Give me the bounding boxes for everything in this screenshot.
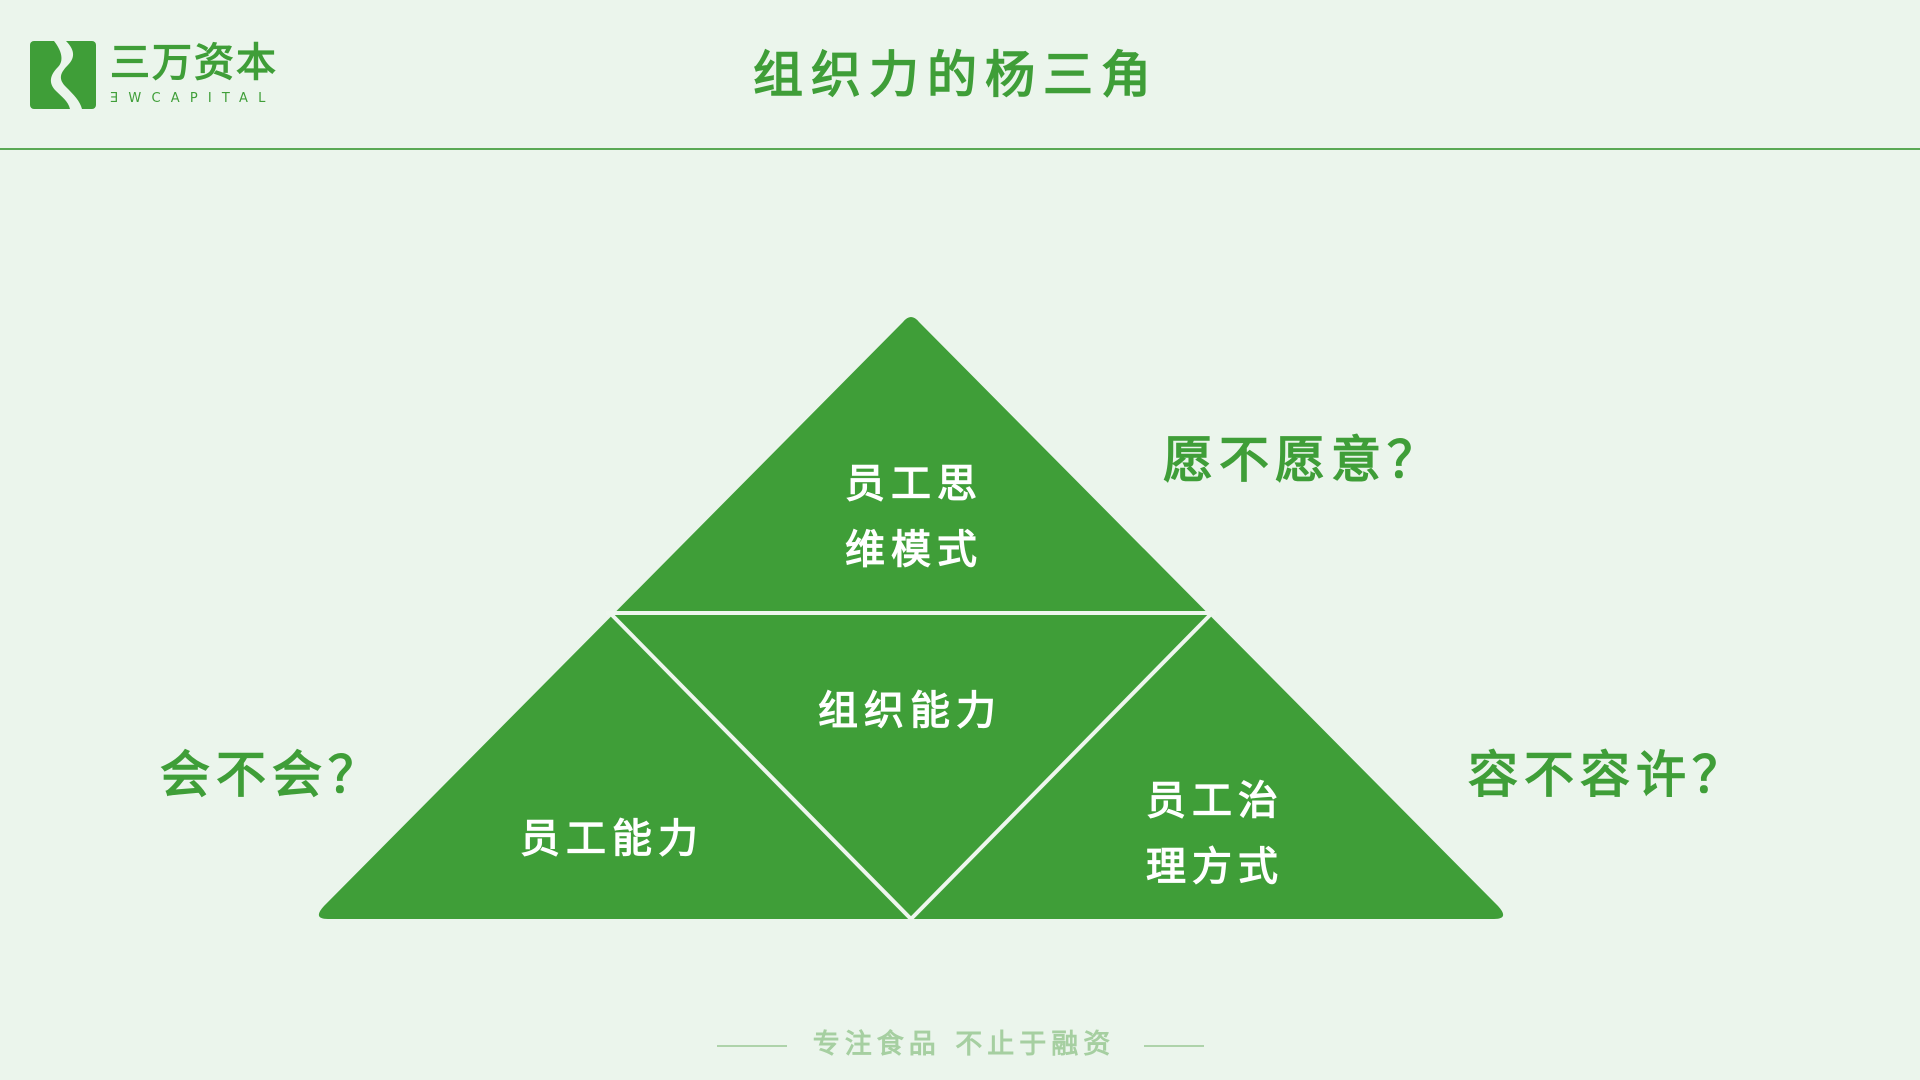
divider-left-diagonal — [608, 611, 913, 921]
divider-right-diagonal — [909, 611, 1214, 921]
footer-line-left — [717, 1045, 787, 1047]
footer-line-right — [1144, 1045, 1204, 1047]
footer: 专注食品 不止于融资 — [0, 1030, 1920, 1060]
question-permission: 容不容许？ — [1468, 746, 1748, 804]
cell-employee-capability: 员工能力 — [520, 816, 704, 862]
brand-logo: 三万资本 ƎWCAPITAL — [30, 41, 278, 109]
pyramid-shape — [318, 317, 1504, 919]
river-s-logo-icon — [30, 41, 96, 109]
cell-organizational-capability: 组织能力 — [818, 688, 1002, 734]
question-willingness: 愿不愿意？ — [1163, 431, 1443, 489]
page-title: 组织力的杨三角 — [753, 46, 1159, 104]
cell-employee-governance: 员工治 理方式 — [1146, 778, 1284, 890]
header-divider — [0, 148, 1920, 150]
question-ability: 会不会？ — [160, 746, 384, 804]
brand-name-en: ƎWCAPITAL — [110, 91, 276, 106]
brand-name-cn: 三万资本 — [110, 40, 278, 86]
cell-employee-mindset: 员工思 维模式 — [845, 461, 983, 573]
footer-slogan: 专注食品 不止于融资 — [812, 1029, 1116, 1060]
